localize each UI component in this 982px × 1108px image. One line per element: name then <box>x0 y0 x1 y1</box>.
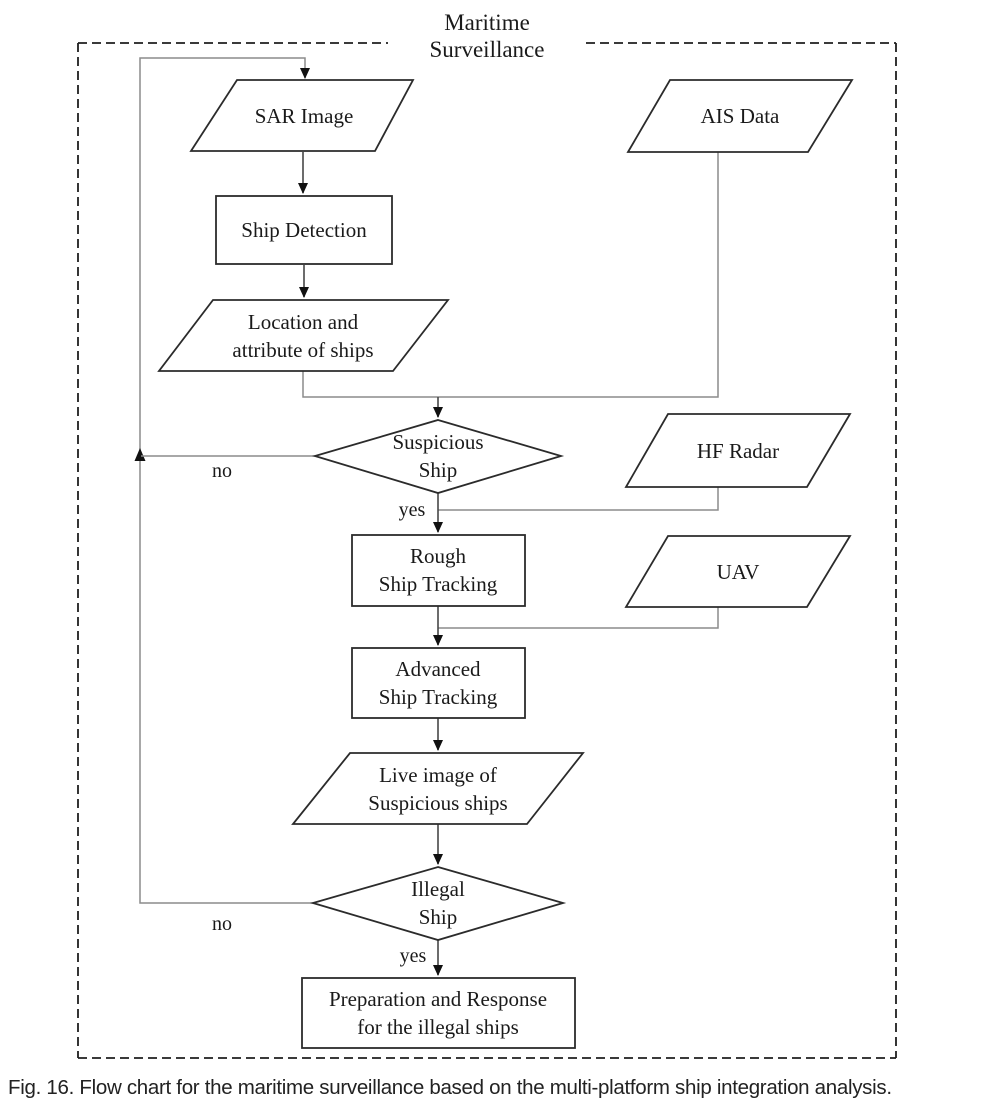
node-live-image-line2: Suspicious ships <box>368 791 507 815</box>
edge-hf-radar-join <box>438 487 719 511</box>
diagram-title-line1: Maritime <box>444 10 530 35</box>
node-ais-data <box>626 79 854 153</box>
node-suspicious-ship-line2: Ship <box>419 458 458 482</box>
figure-caption: Fig. 16. Flow chart for the maritime sur… <box>8 1076 892 1099</box>
node-preparation-response <box>301 977 576 1049</box>
node-uav-label: UAV <box>717 560 760 584</box>
diagram-title-line2: Surveillance <box>430 37 545 62</box>
node-ship-detection-label: Ship Detection <box>241 218 367 242</box>
node-live-image <box>291 752 585 825</box>
flow-edges <box>298 152 443 976</box>
node-preparation-response-line1: Preparation and Response <box>329 987 547 1011</box>
node-ship-detection <box>215 195 393 265</box>
node-live-image-line1: Live image of <box>379 763 497 787</box>
edge-labels: no yes no yes <box>212 460 427 967</box>
node-sar-image-label: SAR Image <box>255 104 354 128</box>
illegal-no-label: no <box>212 913 232 935</box>
node-hf-radar <box>624 413 852 488</box>
edge-uav-join <box>438 607 719 629</box>
node-illegal-ship-line1: Illegal <box>411 877 465 901</box>
node-illegal-ship <box>309 866 567 941</box>
node-hf-radar-label: HF Radar <box>697 439 779 463</box>
node-suspicious-ship-line1: Suspicious <box>392 430 483 454</box>
node-sar-image <box>189 79 415 152</box>
node-advanced-ship-tracking-line2: Ship Tracking <box>379 685 498 709</box>
illegal-yes-label: yes <box>400 945 427 967</box>
node-location-attribute-line2: attribute of ships <box>232 338 373 362</box>
edge-ais-merge <box>302 152 719 398</box>
node-location-attribute <box>157 299 450 372</box>
node-uav <box>624 535 852 608</box>
node-rough-ship-tracking-line2: Ship Tracking <box>379 572 498 596</box>
node-illegal-ship-line2: Ship <box>419 905 458 929</box>
dashed-border <box>77 42 897 1059</box>
suspicious-yes-label: yes <box>399 499 426 521</box>
nodes: SAR Image AIS Data Ship Detection Locati… <box>157 79 854 1049</box>
node-advanced-ship-tracking-line1: Advanced <box>395 657 481 681</box>
edge-feedback-loop <box>139 57 313 904</box>
node-location-attribute-line1: Location and <box>248 310 359 334</box>
edges <box>134 57 719 904</box>
node-suspicious-ship <box>311 419 565 494</box>
node-rough-ship-tracking <box>351 534 526 607</box>
node-advanced-ship-tracking <box>351 647 526 719</box>
node-ais-data-label: AIS Data <box>701 104 780 128</box>
suspicious-no-label: no <box>212 460 232 482</box>
diagram-title: Maritime Surveillance <box>430 10 545 62</box>
node-rough-ship-tracking-line1: Rough <box>410 544 467 568</box>
feedback-up-arrowhead <box>134 448 146 461</box>
node-preparation-response-line2: for the illegal ships <box>357 1015 519 1039</box>
